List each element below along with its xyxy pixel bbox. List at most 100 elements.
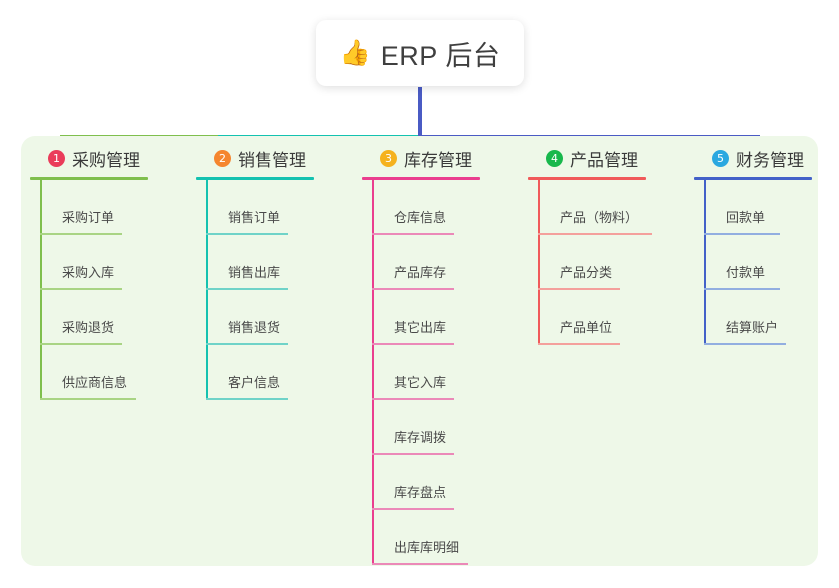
branch-item[interactable]: 采购退货	[30, 290, 148, 345]
branch-spine	[206, 180, 208, 400]
branch-item[interactable]: 销售订单	[196, 180, 314, 235]
branch-item-rule	[704, 288, 780, 290]
branch-title: 产品管理	[570, 150, 638, 170]
branch-item-rule	[40, 343, 122, 345]
branch-item[interactable]: 库存盘点	[362, 455, 480, 510]
branch-item-rule	[704, 233, 780, 235]
branch-title: 财务管理	[736, 150, 804, 170]
branch-item-label: 库存盘点	[394, 485, 447, 500]
branch-item-rule	[206, 233, 288, 235]
branch-item[interactable]: 库存调拨	[362, 400, 480, 455]
branch-item[interactable]: 采购入库	[30, 235, 148, 290]
thumbs-up-icon: 👍	[339, 38, 371, 67]
branch-spine	[372, 180, 374, 565]
branch-item-rule	[538, 288, 620, 290]
branch-item-label: 回款单	[726, 210, 766, 225]
branch-number-badge: 1	[48, 149, 65, 167]
branch-item-rule	[538, 343, 620, 345]
branch-item-rule	[372, 288, 454, 290]
branch-item-rule	[206, 398, 288, 400]
branch-item-rule	[372, 453, 454, 455]
branch-header-5[interactable]: 5 财务管理	[694, 144, 812, 172]
branch-item[interactable]: 客户信息	[196, 345, 314, 400]
branches-panel	[21, 136, 818, 566]
branch-item[interactable]: 仓库信息	[362, 180, 480, 235]
branch-item[interactable]: 产品（物料）	[528, 180, 652, 235]
branch-header-rule	[196, 177, 314, 180]
branch-item[interactable]: 供应商信息	[30, 345, 148, 400]
branch-column-5: 5 财务管理回款单付款单结算账户	[694, 144, 812, 345]
branch-item-list: 销售订单销售出库销售退货客户信息	[196, 180, 314, 400]
branch-item-rule	[40, 288, 122, 290]
branch-item-rule	[372, 233, 454, 235]
branch-item-list: 回款单付款单结算账户	[694, 180, 812, 345]
branch-item-rule	[704, 343, 786, 345]
branch-item[interactable]: 产品单位	[528, 290, 646, 345]
branch-item-label: 客户信息	[228, 375, 281, 390]
branch-header-rule	[30, 177, 148, 180]
branch-item-label: 产品单位	[560, 320, 613, 335]
branch-item-label: 产品库存	[394, 265, 447, 280]
branch-item[interactable]: 销售出库	[196, 235, 314, 290]
branch-spine	[538, 180, 540, 345]
branch-item-list: 采购订单采购入库采购退货供应商信息	[30, 180, 148, 400]
branch-spine	[704, 180, 706, 345]
branch-header-rule	[362, 177, 480, 180]
branch-item-label: 采购入库	[62, 265, 115, 280]
branch-item-label: 出库库明细	[394, 540, 460, 555]
branch-item[interactable]: 其它入库	[362, 345, 480, 400]
branch-item-label: 采购订单	[62, 210, 115, 225]
branch-item-label: 其它出库	[394, 320, 447, 335]
branch-item-rule	[372, 508, 454, 510]
branch-item-rule	[40, 398, 136, 400]
branch-item-rule	[372, 398, 454, 400]
branch-item-label: 付款单	[726, 265, 766, 280]
branch-header-3[interactable]: 3 库存管理	[362, 144, 480, 172]
branch-item[interactable]: 其它出库	[362, 290, 480, 345]
branch-item[interactable]: 结算账户	[694, 290, 812, 345]
branch-item-rule	[372, 343, 454, 345]
branch-item[interactable]: 付款单	[694, 235, 812, 290]
branch-header-rule	[694, 177, 812, 180]
branch-header-2[interactable]: 2 销售管理	[196, 144, 314, 172]
branch-number-badge: 4	[546, 149, 563, 167]
branch-title: 库存管理	[404, 150, 472, 170]
branch-item-rule	[372, 563, 468, 565]
branch-column-3: 3 库存管理仓库信息产品库存其它出库其它入库库存调拨库存盘点出库库明细	[362, 144, 480, 565]
branch-item-label: 销售订单	[228, 210, 281, 225]
branch-item-label: 销售退货	[228, 320, 281, 335]
branch-item-list: 仓库信息产品库存其它出库其它入库库存调拨库存盘点出库库明细	[362, 180, 480, 565]
branch-item-label: 产品分类	[560, 265, 613, 280]
branch-item-label: 其它入库	[394, 375, 447, 390]
branch-item[interactable]: 销售退货	[196, 290, 314, 345]
branch-column-2: 2 销售管理销售订单销售出库销售退货客户信息	[196, 144, 314, 400]
branch-item[interactable]: 采购订单	[30, 180, 148, 235]
root-title: ERP 后台	[380, 40, 501, 71]
branch-title: 销售管理	[238, 150, 306, 170]
branch-item-label: 结算账户	[726, 320, 779, 335]
branch-column-4: 4 产品管理产品（物料） 产品分类产品单位	[528, 144, 652, 345]
branch-item-label: 采购退货	[62, 320, 115, 335]
branch-number-badge: 2	[214, 149, 231, 167]
branch-item-label: 库存调拨	[394, 430, 447, 445]
branch-item[interactable]: 产品分类	[528, 235, 646, 290]
branch-item-rule	[206, 343, 288, 345]
branch-item[interactable]: 出库库明细	[362, 510, 480, 565]
branch-item[interactable]: 回款单	[694, 180, 812, 235]
branch-item-rule	[206, 288, 288, 290]
branch-number-badge: 5	[712, 149, 729, 167]
root-node[interactable]: 👍 ERP 后台	[316, 20, 524, 86]
branch-item[interactable]: 产品库存	[362, 235, 480, 290]
branch-item-rule	[40, 233, 122, 235]
branch-spine	[40, 180, 42, 400]
branch-number-badge: 3	[380, 149, 397, 167]
branch-item-list: 产品（物料） 产品分类产品单位	[528, 180, 652, 345]
branch-header-4[interactable]: 4 产品管理	[528, 144, 646, 172]
branch-item-rule	[538, 233, 652, 235]
branch-header-rule	[528, 177, 646, 180]
branch-item-label: 仓库信息	[394, 210, 447, 225]
branch-item-label: 销售出库	[228, 265, 281, 280]
branch-item-label: 供应商信息	[62, 375, 128, 390]
